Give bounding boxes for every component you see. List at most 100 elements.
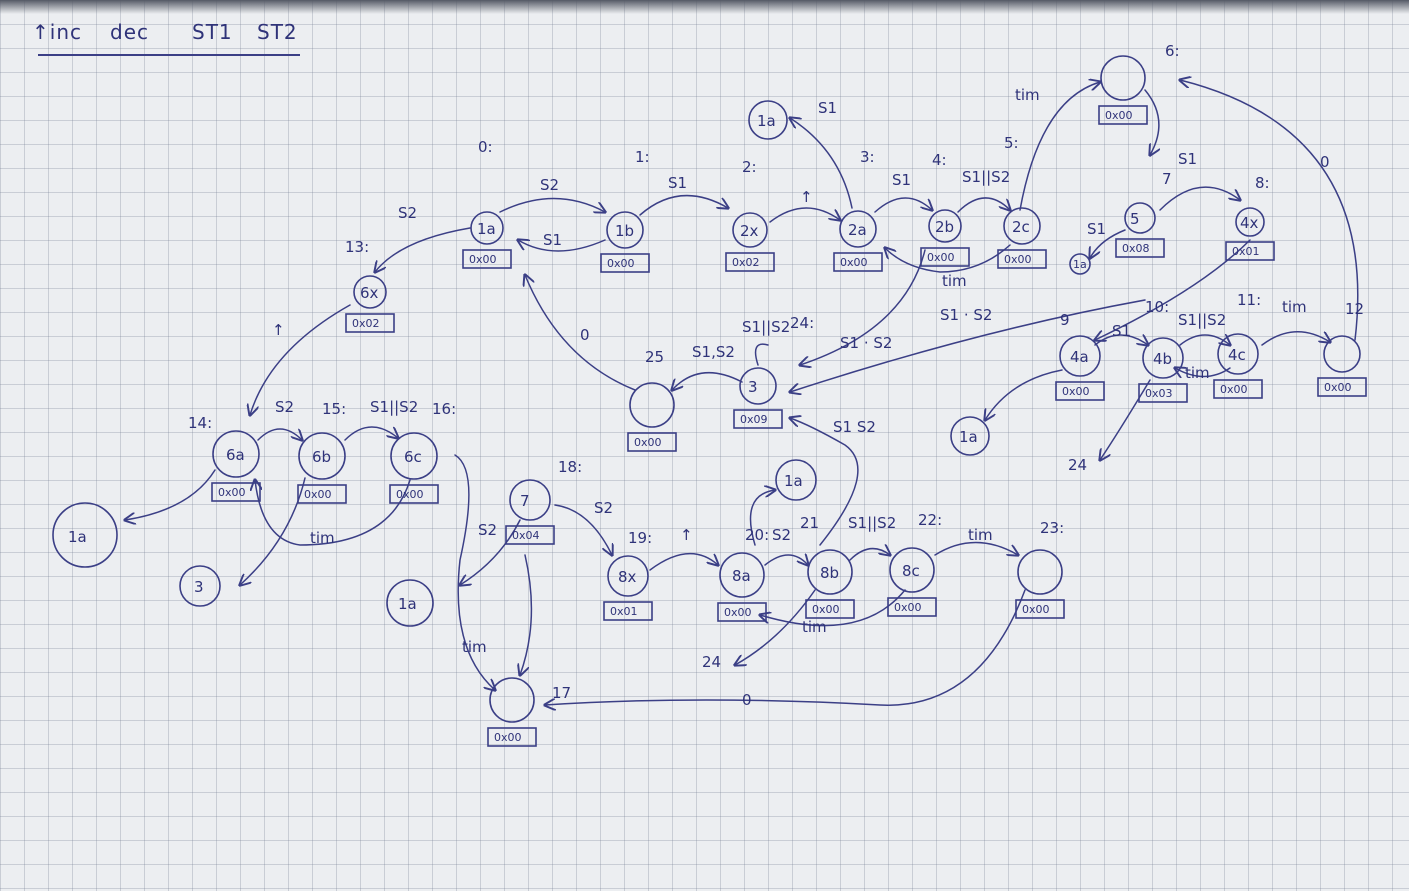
edge-8c-23 (934, 541, 1018, 556)
edge-label-s1-d: S1 (1087, 220, 1106, 238)
ref-1a-left: 1a (52, 502, 118, 568)
edge-12-6 (1180, 80, 1359, 341)
state-node-6b: 6b 0x00 (297, 432, 347, 504)
state-code-box (1138, 383, 1188, 403)
edge-label-s1: S1 (668, 174, 687, 192)
state-node-25: 0x00 (627, 382, 677, 452)
num-17: 17 (552, 684, 571, 702)
edge-label-tim-b: tim (310, 529, 335, 547)
state-circle (719, 552, 765, 598)
edge-label-s1or-e: S1||S2 (848, 514, 896, 532)
header-st1: ST1 (192, 20, 233, 44)
state-label: 4b (1153, 350, 1172, 368)
num-1: 1: (635, 148, 650, 166)
state-label: 3 (748, 378, 758, 396)
num-15: 15: (322, 400, 346, 418)
state-code: 0x00 (1022, 603, 1050, 616)
edge-6c-17 (454, 454, 495, 690)
edge-label-zero-bottom: 0 (742, 691, 752, 709)
edge-6-5 (1144, 89, 1159, 155)
state-code: 0x00 (724, 606, 752, 619)
edge-4x-4a (1095, 239, 1251, 340)
state-code: 0x00 (1004, 253, 1032, 266)
edge-2x-2a (769, 207, 840, 223)
edge-7-8x (554, 504, 612, 555)
num-13: 13: (345, 238, 369, 256)
state-label: 6b (312, 448, 331, 466)
state-node-17: 0x00 (487, 677, 537, 747)
state-circle (606, 211, 644, 249)
state-label: 6a (226, 446, 245, 464)
edge-6a-1a (125, 469, 216, 520)
edge-4b-24 (1100, 379, 1151, 460)
state-circle (1017, 549, 1063, 595)
num-22: 22: (918, 511, 942, 529)
state-code-box (1213, 379, 1263, 399)
edge-label-s2bar: S2 (478, 521, 497, 539)
header-underline (38, 54, 300, 56)
state-label: 5 (1130, 210, 1140, 228)
state-label: 2c (1012, 218, 1030, 236)
state-circle (889, 547, 935, 593)
state-label: 7 (520, 492, 530, 510)
state-circle (732, 212, 768, 248)
state-code: 0x00 (218, 486, 246, 499)
state-code-box (833, 252, 883, 272)
state-code-box (717, 602, 767, 622)
state-code: 0x00 (927, 251, 955, 264)
ref-label: 1a (784, 472, 803, 490)
ref-label: 1a (959, 428, 978, 446)
edge-label-s1bar: S1 (543, 231, 562, 249)
top-shadow (0, 0, 1409, 14)
state-node-2c: 2c 0x00 (997, 207, 1047, 269)
header-inc: ↑inc (32, 20, 82, 44)
state-circle (489, 677, 535, 723)
ref-1a-upper: 1a (775, 459, 817, 501)
states: 1a0x001b0x002x0x022a0x002b0x002c0x000x00… (211, 55, 1367, 747)
state-code: 0x00 (1220, 383, 1248, 396)
edge-label-s1or-b: S1||S2 (370, 398, 418, 416)
state-label: 1a (477, 220, 496, 238)
state-code-box (887, 597, 937, 617)
edge-label-s2-c: S2 (275, 398, 294, 416)
edge-2c-2a (885, 244, 1011, 273)
edge-label-tim-g: tim (462, 638, 487, 656)
edge-label-s1dot: S1 · S2 (840, 334, 892, 352)
num-16: 16: (432, 400, 456, 418)
state-circle (509, 479, 551, 521)
state-code: 0x02 (732, 256, 760, 269)
num-9: 9 (1060, 311, 1070, 329)
state-code-box (1317, 377, 1367, 397)
state-code-box (487, 727, 537, 747)
edge-labels: S2 S1 S1 ↑ S1 S1 S1||S2 tim tim S1 S1 0 … (272, 86, 1330, 709)
state-code: 0x00 (304, 488, 332, 501)
num-10: 10: (1145, 298, 1169, 316)
edge-7-1a (460, 519, 521, 585)
state-code-box (211, 482, 261, 502)
num-7: 7 (1162, 170, 1172, 188)
state-label: 6x (360, 284, 379, 302)
state-code: 0x00 (1105, 109, 1133, 122)
num-2: 2: (742, 158, 757, 176)
edge-2c-6 (1019, 82, 1100, 211)
edge-label-s1s2-b: S1 S2 (833, 418, 876, 436)
num-23: 23: (1040, 519, 1064, 537)
edge-25-1a (525, 275, 636, 391)
state-circle (1059, 335, 1101, 377)
state-code: 0x00 (494, 731, 522, 744)
edge-label-up-c: ↑ (680, 526, 693, 544)
state-label: 8a (732, 567, 751, 585)
edge-8a-8b (764, 555, 808, 565)
state-circle (1323, 335, 1361, 373)
state-code-box (1055, 381, 1105, 401)
state-code-box (1098, 105, 1148, 125)
